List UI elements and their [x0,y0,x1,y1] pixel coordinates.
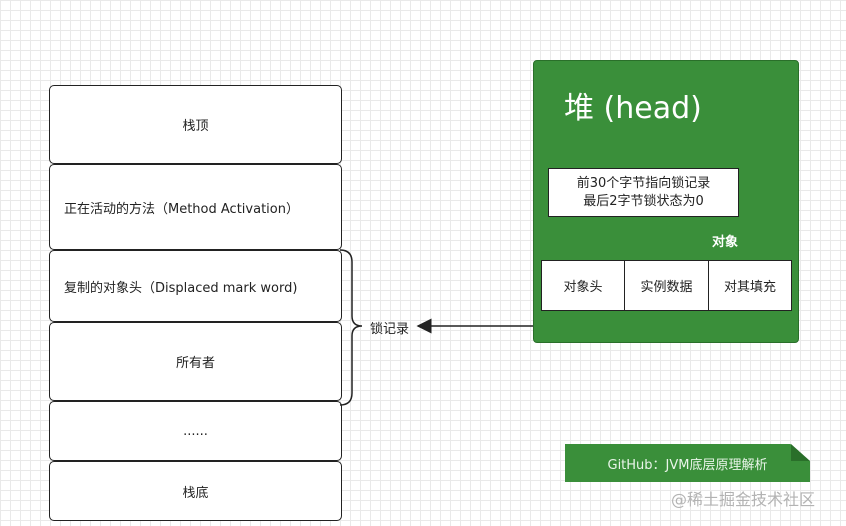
stack-top-label: 栈顶 [182,119,209,134]
object-header-cell: 对象头 [541,260,625,311]
method-activation-label: 正在活动的方法（Method Activation） [64,201,299,217]
object-header-label: 对象头 [563,280,603,295]
lock-record-brace [339,249,363,406]
stack-top-box: 栈顶 [49,85,342,164]
displaced-mark-word-label: 复制的对象头（Displaced mark word) [64,280,298,296]
ellipsis-label: ...... [183,423,208,439]
stack-bottom-label: 栈底 [182,485,209,501]
github-ribbon: GitHub：JVM底层原理解析 [565,444,810,482]
watermark: @稀土掘金技术社区 [671,490,816,509]
method-activation-box: 正在活动的方法（Method Activation） [49,164,342,250]
padding-cell: 对其填充 [708,260,792,311]
padding-label: 对其填充 [723,280,776,295]
displaced-mark-word-box: 复制的对象头（Displaced mark word) [49,250,342,322]
ellipsis-box: ...... [49,401,342,461]
github-ribbon-text: GitHub：JVM底层原理解析 [607,457,768,473]
mark-word-note-line2: 最后2字节锁状态为0 [583,193,704,209]
heap-panel: 堆 (head) 前30个字节指向锁记录 最后2字节锁状态为0 对象 对象头 实… [533,60,799,343]
heap-title: 堆 (head) [564,91,702,126]
lock-record-label: 锁记录 [370,322,410,337]
owner-box: 所有者 [49,322,342,401]
instance-data-label: 实例数据 [640,280,693,295]
mark-word-note-line1: 前30个字节指向锁记录 [576,175,711,191]
instance-data-cell: 实例数据 [624,260,709,311]
object-label: 对象 [712,235,739,250]
owner-label: 所有者 [175,356,215,371]
ribbon-fold [791,444,810,461]
stack-bottom-box: 栈底 [49,461,342,521]
mark-word-note: 前30个字节指向锁记录 最后2字节锁状态为0 [548,168,739,217]
